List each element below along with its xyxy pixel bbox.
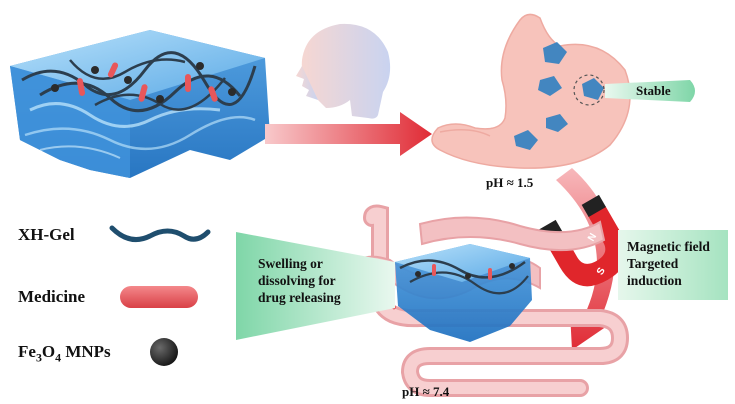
intestine-ph-label: pH ≈ 7.4 <box>402 384 450 399</box>
legend-fe3o4-label: Fe3O4 MNPs <box>18 342 111 365</box>
hydrogel-block <box>10 30 270 178</box>
human-head-icon <box>296 23 391 119</box>
stomach-ph-label: pH ≈ 1.5 <box>486 175 534 190</box>
legend-xh-gel-label: XH-Gel <box>18 225 75 244</box>
legend-medicine-label: Medicine <box>18 287 86 306</box>
arrow-to-stomach <box>265 112 432 156</box>
stable-label: Stable <box>636 83 671 98</box>
magnetic-field-label: Magnetic field Targeted induction <box>627 239 710 288</box>
legend-xh-gel-icon <box>109 225 211 243</box>
stable-label-bg <box>605 80 695 102</box>
release-funnel <box>236 232 395 340</box>
magnetic-field-box <box>618 230 728 300</box>
legend-particle-icon <box>150 338 178 366</box>
legend-medicine-icon <box>120 286 198 308</box>
release-label: Swelling or dissolving for drug releasin… <box>258 256 341 305</box>
hydrogel-in-intestine <box>388 244 532 342</box>
stomach-illustration <box>431 13 631 169</box>
